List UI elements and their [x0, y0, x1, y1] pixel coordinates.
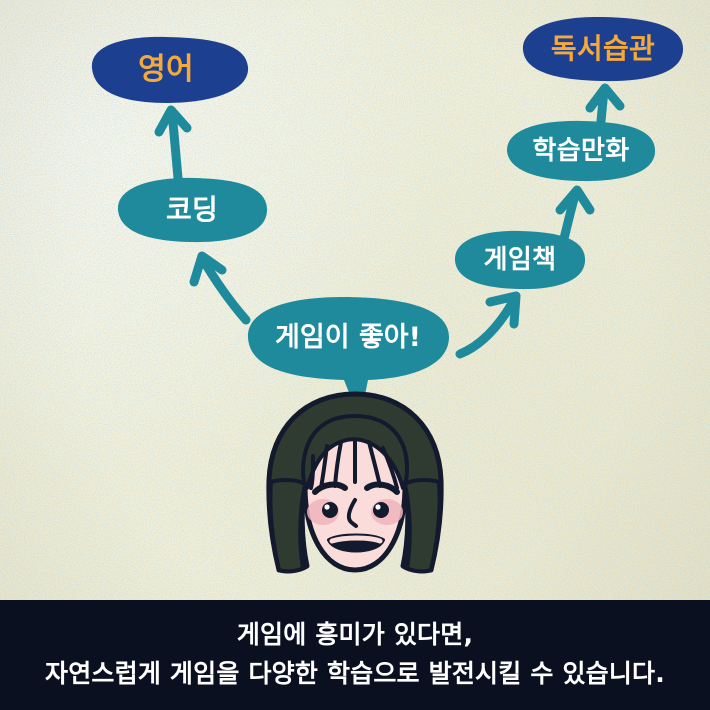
speech-bubble-shape: [247, 296, 450, 420]
bubble-shape: [454, 230, 586, 290]
teeth: [329, 535, 383, 544]
node-reading-habit-label: 독서습관: [550, 32, 656, 65]
eyebrow-right: [364, 481, 400, 495]
arrow-speech-to-gamebook-icon: [455, 291, 521, 359]
node-game-book-label: 게임책: [483, 245, 557, 275]
girl-character-illustration: [266, 391, 444, 574]
bubble-shape: [522, 16, 684, 82]
node-study-comics[interactable]: 학습만화: [502, 118, 660, 184]
arrow-speech-to-coding-icon: [189, 251, 251, 325]
node-game-book[interactable]: 게임책: [450, 228, 590, 292]
node-english-label: 영어: [138, 52, 194, 87]
speech-bubble[interactable]: 게임이 좋아!: [246, 294, 450, 420]
nose: [346, 498, 358, 528]
node-coding-label: 코딩: [165, 193, 219, 226]
node-english[interactable]: 영어: [78, 34, 254, 106]
eyebrow-left: [312, 481, 348, 495]
node-study-comics-label: 학습만화: [532, 136, 630, 166]
node-reading-habit[interactable]: 독서습관: [518, 14, 688, 84]
caption-line-1: 게임에 흥미가 있다면,: [236, 620, 474, 650]
eye-right: [373, 502, 389, 518]
bubble-shape: [506, 120, 656, 182]
speech-bubble-label: 게임이 좋아!: [275, 321, 421, 353]
bubble-shape: [91, 36, 249, 103]
caption-line-2: 자연스럽게 게임을 다양한 학습으로 발전시킬 수 있습니다.: [45, 659, 665, 688]
eye-left: [322, 502, 338, 518]
node-coding[interactable]: 코딩: [112, 174, 272, 246]
arrow-coding-to-english-icon: [154, 105, 192, 182]
bubble-shape: [117, 177, 268, 243]
caption-bar: 게임에 흥미가 있다면, 자연스럽게 게임을 다양한 학습으로 발전시킬 수 있…: [0, 600, 710, 710]
